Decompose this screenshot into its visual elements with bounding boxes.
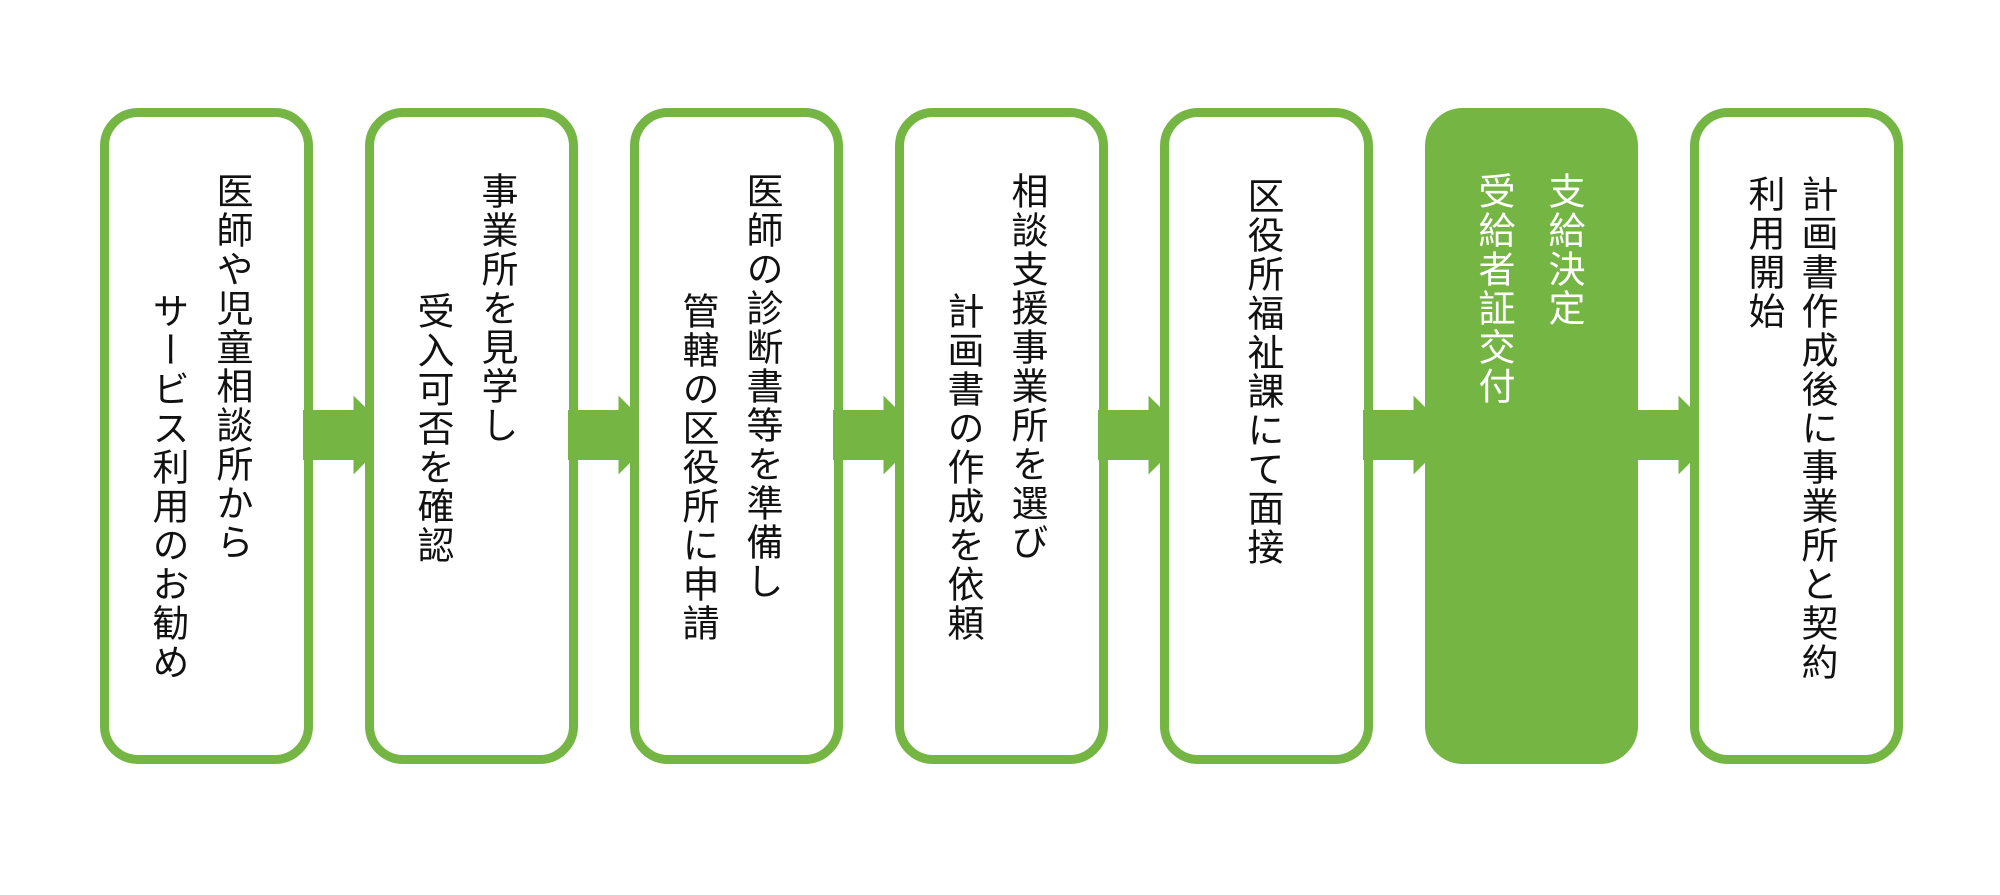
step-text-line: 受給者証交付 xyxy=(1473,172,1514,406)
step-text-line: 相談支援事業所を選び xyxy=(1006,172,1047,562)
step-text-line: 医師や児童相談所から xyxy=(211,172,252,562)
step-text-line: 区役所福祉課にて面接 xyxy=(1242,177,1283,567)
flow-step-6-highlighted: 支給決定 受給者証交付 xyxy=(1425,108,1638,764)
step-text-line: 医師の診断書等を準備し xyxy=(741,172,782,601)
flow-step-2: 事業所を見学し 受入可否を確認 xyxy=(365,108,578,764)
flow-step-3: 医師の診断書等を準備し 管轄の区役所に申請 xyxy=(630,108,843,764)
flow-step-5: 区役所福祉課にて面接 xyxy=(1160,108,1373,764)
flow-step-4: 相談支援事業所を選び 計画書の作成を依頼 xyxy=(895,108,1108,764)
step-text-line: サービス利用のお勧め xyxy=(147,292,188,682)
step-text-line: 支給決定 xyxy=(1543,172,1584,328)
step-text-line: 管轄の区役所に申請 xyxy=(677,292,718,643)
flow-step-7: 計画書作成後に事業所と契約 利用開始 xyxy=(1690,108,1903,764)
step-text-line: 事業所を見学し xyxy=(476,172,517,445)
step-text-line: 利用開始 xyxy=(1743,175,1784,331)
step-text-line: 計画書の作成を依頼 xyxy=(942,292,983,643)
flow-step-1: 医師や児童相談所から サービス利用のお勧め xyxy=(100,108,313,764)
step-text-line: 計画書作成後に事業所と契約 xyxy=(1796,175,1837,682)
step-text-line: 受入可否を確認 xyxy=(412,292,453,565)
